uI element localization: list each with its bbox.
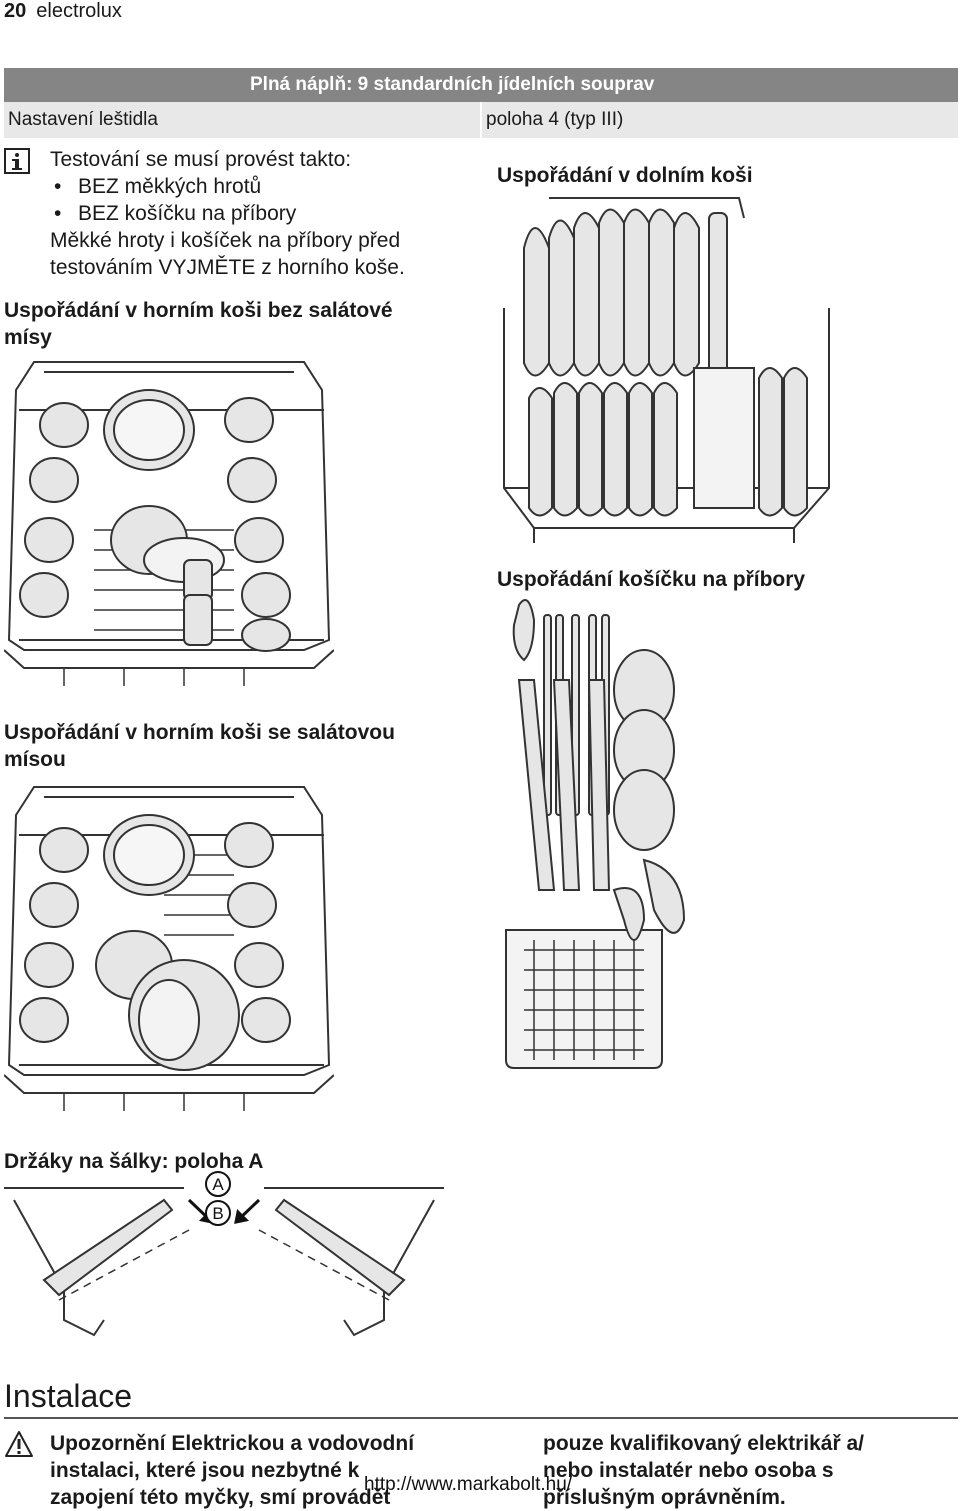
heading-cutlery-basket: Uspořádání košíčku na příbory bbox=[497, 568, 806, 591]
info-bullet: BEZ košíčku na příbory bbox=[50, 200, 405, 227]
heading-upper-bowl: Uspořádání v horním koši se salátovou mí… bbox=[4, 719, 395, 773]
info-line: Měkké hroty i košíček na příbory před bbox=[50, 229, 401, 252]
info-icon bbox=[4, 148, 30, 174]
heading-line: mísy bbox=[4, 326, 52, 349]
warning-line: příslušným oprávněním. bbox=[543, 1486, 786, 1509]
info-note: Testování se musí provést takto: BEZ měk… bbox=[50, 146, 405, 281]
info-bullet: BEZ měkkých hrotů bbox=[50, 173, 405, 200]
lower-basket-illustration bbox=[494, 188, 834, 548]
info-line: Testování se musí provést takto: bbox=[50, 148, 352, 171]
cup-label-a: A bbox=[212, 1175, 224, 1194]
table-heading: Plná náplň: 9 standardních jídelních sou… bbox=[4, 68, 958, 102]
heading-line: mísou bbox=[4, 748, 66, 771]
rinse-aid-label: Nastavení leštidla bbox=[8, 109, 158, 130]
cup-holders-illustration: A B bbox=[4, 1170, 444, 1350]
warning-line: instalaci, které jsou nezbytné k bbox=[50, 1459, 360, 1482]
rinse-aid-value: poloha 4 (typ III) bbox=[486, 109, 624, 130]
heading-lower-basket: Uspořádání v dolním koši bbox=[497, 164, 753, 187]
table-row: Nastavení leštidla poloha 4 (typ III) bbox=[4, 102, 958, 138]
warning-text-right: pouze kvalifikovaný elektrikář a/ nebo i… bbox=[543, 1430, 864, 1511]
section-rule bbox=[4, 1417, 958, 1419]
warning-line: zapojení této myčky, smí provádět bbox=[50, 1486, 391, 1509]
table-divider bbox=[480, 102, 482, 138]
upper-basket-no-bowl-illustration bbox=[4, 350, 334, 690]
upper-basket-bowl-illustration bbox=[4, 775, 334, 1115]
heading-cup-holders: Držáky na šálky: poloha A bbox=[4, 1150, 264, 1173]
warning-text-left: Upozornění Elektrickou a vodovodní insta… bbox=[50, 1430, 414, 1511]
heading-line: Uspořádání v horním koši se salátovou bbox=[4, 721, 395, 744]
warning-line: pouze kvalifikovaný elektrikář a/ bbox=[543, 1432, 864, 1455]
warning-icon bbox=[4, 1430, 34, 1458]
cup-label-b: B bbox=[212, 1204, 223, 1223]
page-number: 20 bbox=[4, 0, 27, 22]
brand-name: electrolux bbox=[36, 0, 122, 22]
section-title: Instalace bbox=[4, 1378, 133, 1414]
warning-line: Upozornění Elektrickou a vodovodní bbox=[50, 1432, 415, 1455]
table-heading-text: Plná náplň: 9 standardních jídelních sou… bbox=[250, 74, 655, 95]
heading-line: Uspořádání v horním koši bez salátové bbox=[4, 299, 393, 322]
heading-upper-no-bowl: Uspořádání v horním koši bez salátové mí… bbox=[4, 297, 393, 351]
info-line: testováním VYJMĚTE z horního koše. bbox=[50, 256, 405, 279]
page-header: 20 electrolux bbox=[4, 0, 122, 23]
footer-url[interactable]: http://www.markabolt.hu/ bbox=[364, 1474, 573, 1495]
warning-line: nebo instalatér nebo osoba s bbox=[543, 1459, 834, 1482]
cutlery-basket-illustration bbox=[494, 590, 704, 1070]
